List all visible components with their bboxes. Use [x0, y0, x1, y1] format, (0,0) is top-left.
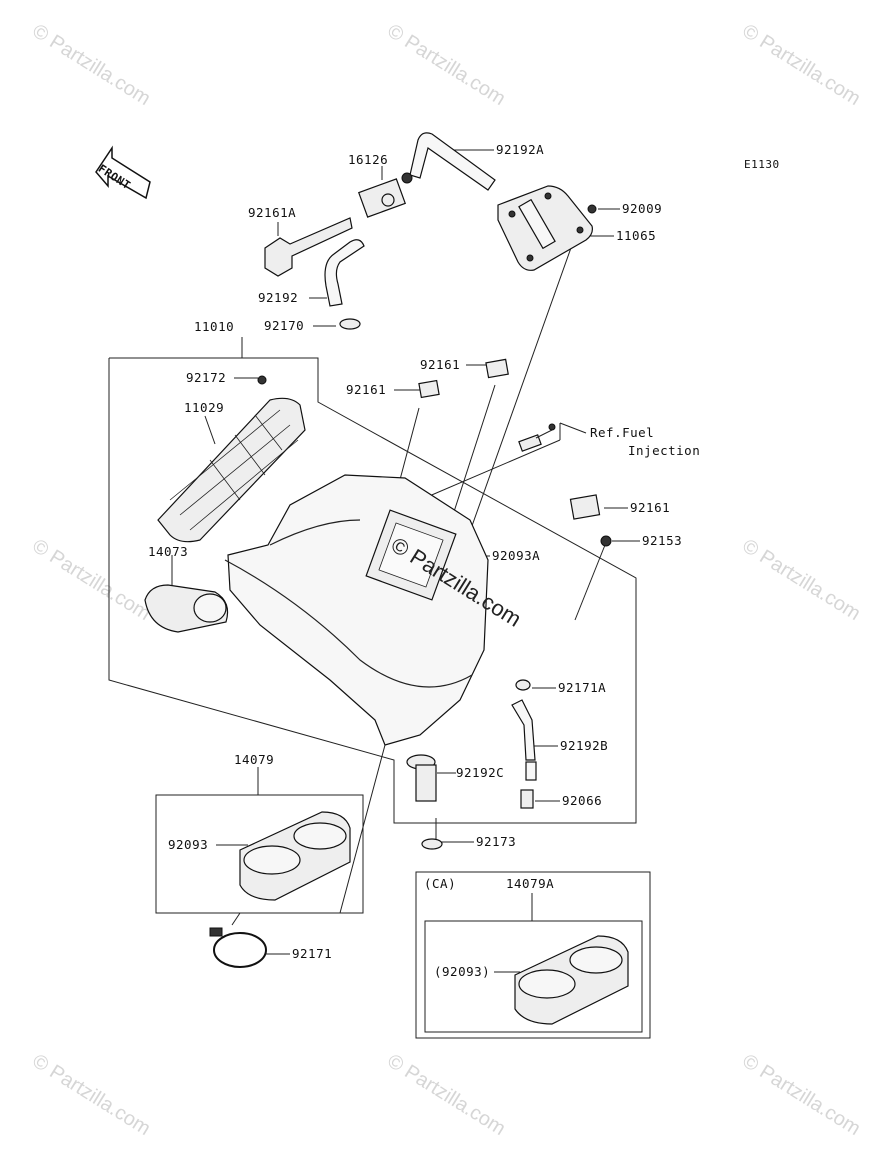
rubber-92161-b: [485, 358, 509, 379]
label-92192B: 92192B: [560, 738, 609, 753]
ca-inner-box-14079A: [424, 920, 643, 1033]
hose-92192: [324, 239, 365, 307]
label-92171: 92171: [292, 946, 333, 961]
plate-11065-rib: [518, 198, 556, 250]
label-92093: 92093: [168, 837, 209, 852]
label-92161-b: 92161: [420, 357, 461, 372]
label-92066: 92066: [562, 793, 603, 808]
label-92161-c: 92161: [630, 500, 671, 515]
label-92161A: 92161A: [248, 205, 297, 220]
air-box-housing: [224, 474, 489, 746]
hose-92192A: [409, 132, 496, 191]
screw-92172: [257, 375, 267, 385]
bolt-92153: [600, 535, 612, 547]
air-filter-11029: [157, 397, 306, 543]
clamp-92171: [209, 927, 267, 968]
clamp-92171A: [515, 679, 531, 691]
duct-14073: [144, 584, 229, 633]
label-14079A: 14079A: [506, 876, 555, 891]
cover-14079: [239, 811, 351, 901]
label-14073: 14073: [148, 544, 189, 559]
fuel-injection-sensor: [518, 423, 556, 452]
label-14079: 14079: [234, 752, 275, 767]
rubber-92161-a: [418, 379, 440, 399]
valve-16126: [357, 172, 413, 218]
assembly-box-14079: [155, 794, 364, 914]
clamp-92170: [339, 318, 361, 330]
label-11065: 11065: [616, 228, 657, 243]
ref-fuel-label: Ref.Fuel: [590, 425, 655, 440]
label-92192C: 92192C: [456, 765, 505, 780]
label-92171A: 92171A: [558, 680, 607, 695]
label-92192A: 92192A: [496, 142, 545, 157]
label-92192: 92192: [258, 290, 299, 305]
rubber-92161A: [264, 217, 353, 277]
plug-92066: [520, 789, 534, 809]
diagram-code: E1130: [744, 158, 780, 171]
ref-injection-label: Injection: [628, 443, 701, 458]
assembly-box-11010: [108, 357, 637, 824]
ca-label: (CA): [424, 876, 457, 891]
hose-92192B: [511, 699, 536, 761]
drain-92192C: [406, 754, 437, 802]
ca-box: [415, 871, 651, 1039]
label-92161-a: 92161: [346, 382, 387, 397]
screw-92009: [587, 204, 597, 214]
label-92173: 92173: [476, 834, 517, 849]
label-16126: 16126: [348, 152, 389, 167]
label-92172: 92172: [186, 370, 227, 385]
label-92093-paren: (92093): [434, 964, 491, 979]
clamp-92173: [421, 838, 443, 850]
label-92153: 92153: [642, 533, 683, 548]
label-92009: 92009: [622, 201, 663, 216]
front-arrow-icon: [95, 145, 151, 200]
label-11029: 11029: [184, 400, 225, 415]
label-92093A: 92093A: [492, 548, 541, 563]
cover-14079A: [514, 935, 629, 1025]
label-11010: 11010: [194, 319, 235, 334]
rubber-92161-c: [569, 494, 601, 520]
label-92170: 92170: [264, 318, 305, 333]
